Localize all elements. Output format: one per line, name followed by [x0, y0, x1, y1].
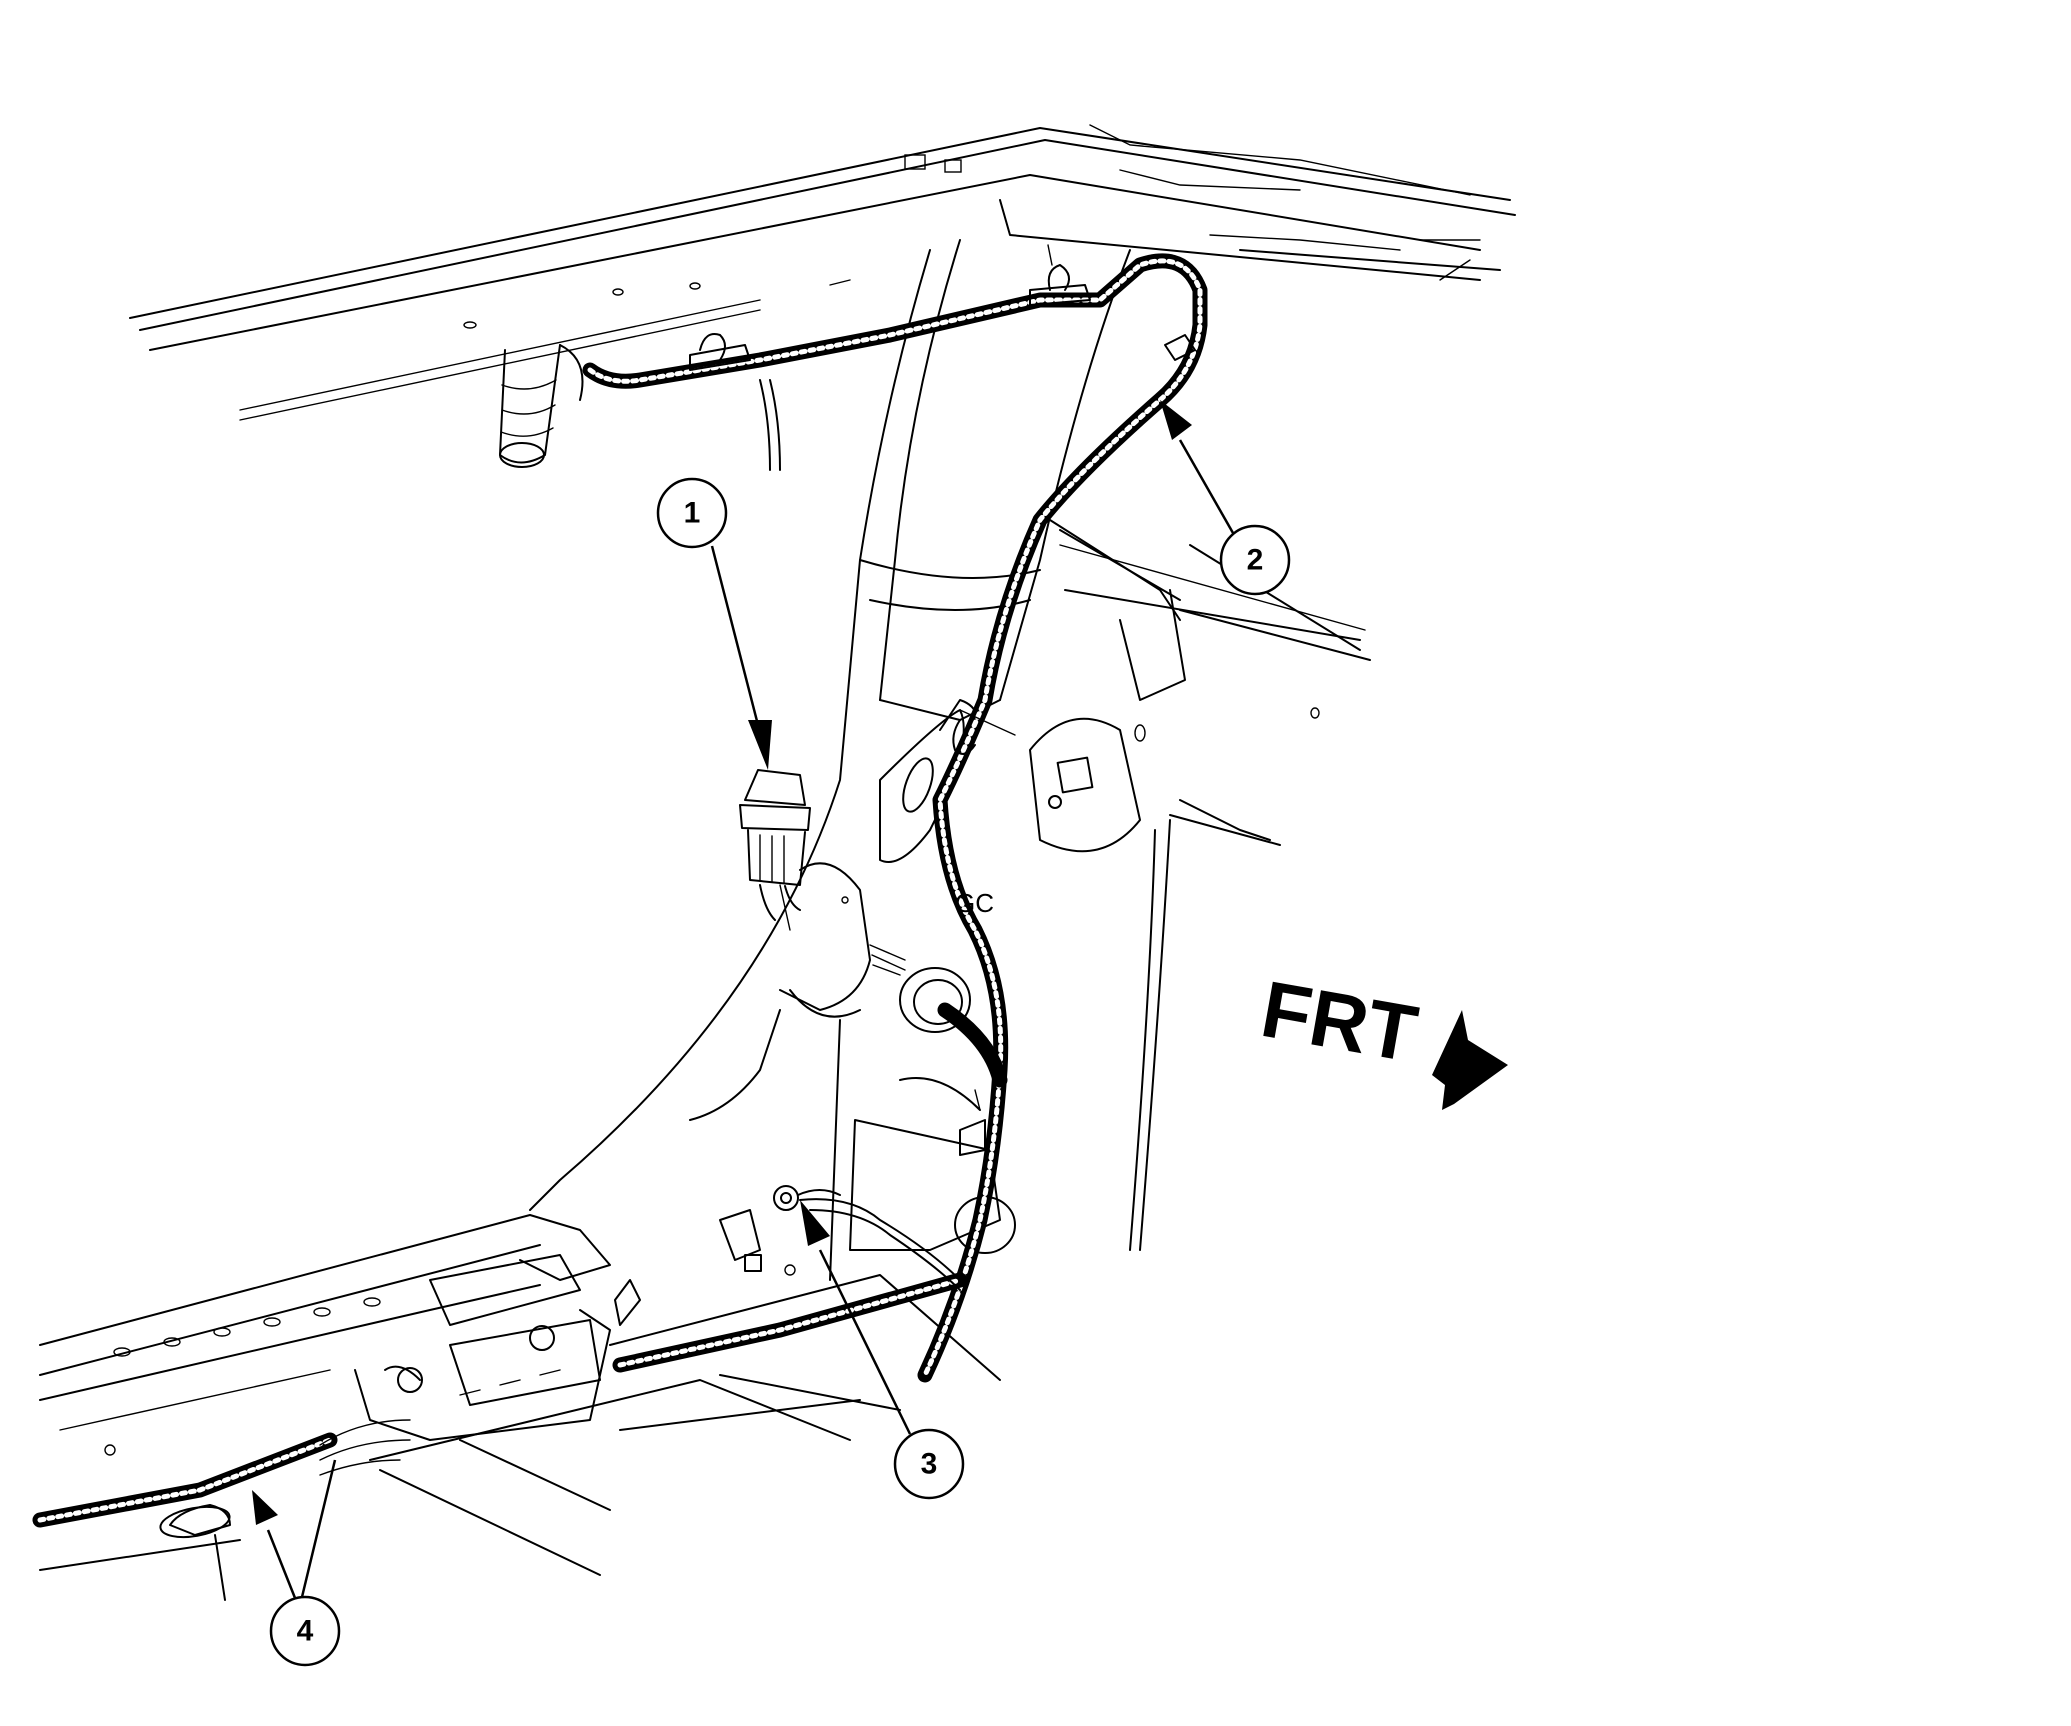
floor-and-sill: [39, 1209, 1001, 1601]
wiring-harness: [32, 253, 1208, 1528]
c-pillar-panel: [529, 239, 1371, 1251]
direction-label: FRT: [1255, 964, 1424, 1079]
pillar-bracket: [689, 699, 1016, 1281]
callout-3: 3: [800, 1200, 965, 1500]
callout-2-label: 2: [1247, 544, 1264, 577]
connector: [739, 769, 811, 931]
front-direction-indicator: FRT: [1255, 964, 1508, 1110]
callout-1-label: 1: [684, 497, 701, 530]
front-arrow-icon: [1432, 1010, 1508, 1110]
air-duct-tube: [499, 344, 584, 468]
callout-2: 2: [1160, 400, 1291, 596]
ground-terminal: [773, 1185, 841, 1211]
callout-3-label: 3: [921, 1448, 938, 1481]
callout-1: 1: [656, 477, 772, 770]
callout-4-label: 4: [297, 1615, 314, 1648]
roof-rail: [129, 124, 1516, 421]
panel-mark: GC: [955, 888, 994, 918]
callout-4: 4: [252, 1459, 341, 1667]
harness-clips: [159, 244, 1196, 1539]
